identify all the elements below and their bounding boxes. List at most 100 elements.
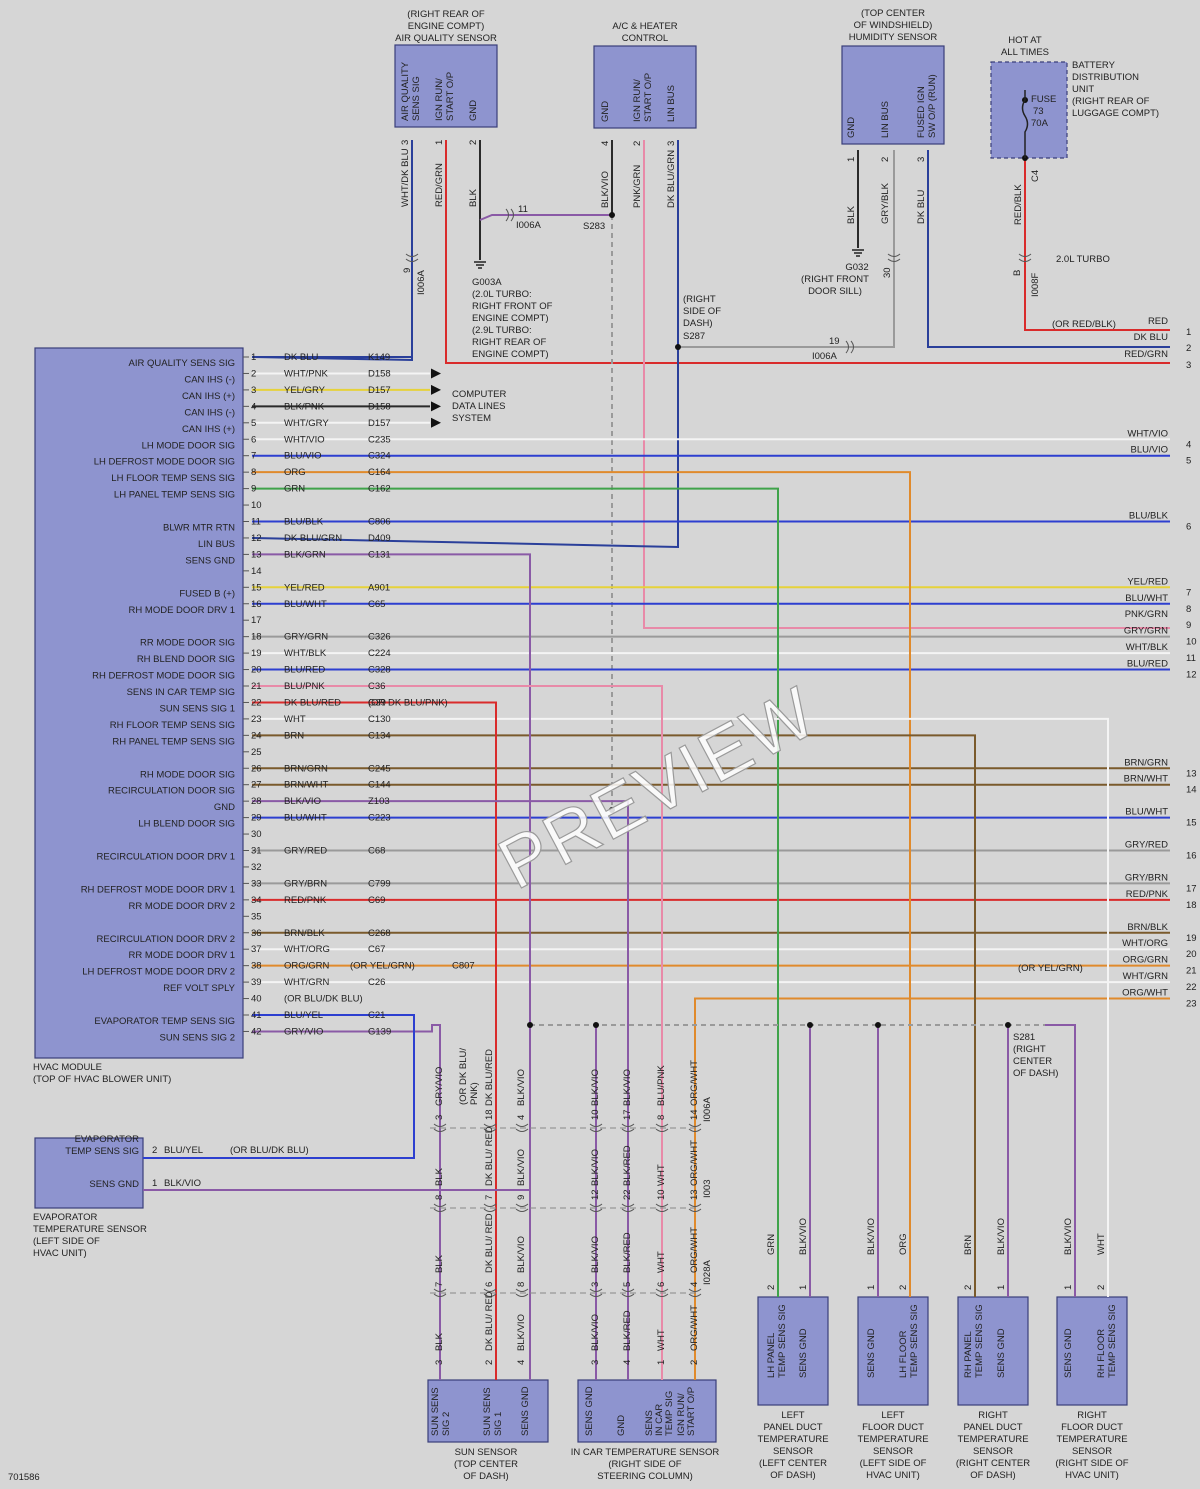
incar-caption-2: (RIGHT SIDE OF (608, 1459, 681, 1470)
hvac-pin-label: SUN SENS SIG 1 (160, 703, 236, 714)
right-wire-color: BLU/BLK (1129, 511, 1169, 522)
harness-inline-connector (483, 1203, 497, 1212)
harness-wire-label: BLK/RED (622, 1145, 633, 1186)
hvac-circuit-id: C134 (368, 730, 391, 741)
harness-wire-label: BLK/VIO (622, 1069, 633, 1106)
hvac-circuit-id: D158 (368, 401, 391, 412)
evap-caption-3: (LEFT SIDE OF (33, 1236, 100, 1247)
duct-sensor-caption: HVAC UNIT) (1065, 1470, 1119, 1481)
right-wire-color: BRN/GRN (1124, 757, 1168, 768)
harness-inline-connector (483, 1288, 497, 1297)
duct-pin-label: TEMP SENS SIG (777, 1304, 788, 1378)
hvac-pin-label: REF VOLT SPLY (163, 983, 235, 994)
hvac-wire-color: WHT (284, 714, 306, 725)
hvac-circuit-id: C799 (368, 878, 391, 889)
harness-pin-number: 10 (656, 1189, 667, 1200)
aq-caption-2: ENGINE COMPT) (408, 21, 485, 32)
aq-pin-label: START O/P (445, 72, 456, 121)
i008f-30: 30 (882, 267, 893, 278)
i006a-mid-label: I006A (812, 351, 837, 362)
ach-wire-label: BLK/VIO (600, 171, 611, 208)
harness-pin-number: 5 (622, 1282, 633, 1287)
c4-label: C4 (1030, 170, 1041, 182)
duct-wire-label: BLK/VIO (798, 1218, 809, 1255)
rh-panel-duct-sensor-box (957, 1296, 1029, 1406)
evap-caption-1: EVAPORATOR (33, 1212, 98, 1223)
harness-pin-number: 4 (622, 1360, 633, 1365)
harness-wire-label: BLU/PNK (656, 1065, 667, 1106)
right-wire-color: BLU/WHT (1125, 807, 1168, 818)
g032-2: (RIGHT FRONT (801, 274, 869, 285)
duct-wire-label: BLK/VIO (866, 1218, 877, 1255)
sun-caption-3: OF DASH) (463, 1471, 508, 1482)
harness-wire-label: BLK/VIO (516, 1069, 527, 1106)
evap-pin-label: SENS GND (89, 1179, 139, 1190)
hvac-pin-label: LH FLOOR TEMP SENS SIG (111, 473, 235, 484)
right-wire-number: 17 (1186, 883, 1197, 894)
incar-pin-label: TEMP SIG (664, 1391, 675, 1436)
hvac-pin-number: 35 (251, 911, 262, 922)
harness-pin-number: 4 (689, 1282, 700, 1287)
right-wire-color: ORG/WHT (1122, 988, 1168, 999)
right-wire-color: WHT/BLK (1126, 642, 1169, 653)
splice-dot (609, 212, 615, 218)
harness-wire-label: BLK/VIO (516, 1236, 527, 1273)
hvac-pin-number: 26 (251, 763, 262, 774)
sun-sig2-wire (252, 1024, 441, 1380)
splice-dot (807, 1022, 813, 1028)
lh-panel-duct-sensor-box (757, 1296, 829, 1406)
splice-dot (1005, 1022, 1011, 1028)
hvac-pin-label: LH MODE DOOR SIG (142, 440, 235, 451)
duct-sensor-caption: (RIGHT CENTER (956, 1458, 1030, 1469)
harness-wire-label: WHT (656, 1251, 667, 1273)
duct-sensor-caption: TEMPERATURE (957, 1434, 1028, 1445)
s287-4: S287 (683, 331, 705, 342)
hvac-wire-color: GRY/BRN (284, 878, 327, 889)
lh-floor-sig-wire (252, 471, 911, 1297)
right-wire-number: 10 (1186, 637, 1197, 648)
right-wire-number: 19 (1186, 933, 1197, 944)
hvac-circuit-id: D409 (368, 533, 391, 544)
sun-pin-label: SUN SENS (430, 1387, 441, 1436)
hvac-circuit-id: D157 (368, 418, 391, 429)
harness-pin-number: 9 (516, 1195, 527, 1200)
lh-panel-sig-wire (252, 487, 779, 1297)
fuse-label-1: FUSE (1031, 94, 1056, 105)
hum-caption-2: OF WINDSHIELD) (854, 20, 933, 31)
fuse-label-3: 70A (1031, 118, 1049, 129)
sun-sig1-wire (252, 701, 497, 1380)
ach-pin-number: 4 (600, 141, 611, 146)
right-wire-number: 16 (1186, 851, 1197, 862)
duct-pin-label: RH FLOOR (1096, 1329, 1107, 1378)
gnd-blk-vio-wire (252, 800, 629, 1380)
duct-pin-number: 2 (766, 1285, 777, 1290)
aq-pin-number: 3 (400, 140, 411, 145)
harness-pin-number: 3 (590, 1282, 601, 1287)
ach-caption-2: CONTROL (622, 33, 668, 44)
hvac-circuit-id: C326 (368, 632, 391, 643)
evap-wire-label: BLK/VIO (164, 1178, 201, 1189)
hvac-pin-number: 16 (251, 599, 262, 610)
hum-pin-label: SW O/P (RUN) (927, 74, 938, 138)
hvac-pin-number: 32 (251, 862, 262, 873)
hvac-wire-color: BLU/WHT (284, 599, 327, 610)
harness-wire-label: BLK (434, 1332, 445, 1351)
harness-wire-label: BLK/VIO (590, 1314, 601, 1351)
harness-wire-label: ORG/WHT (689, 1305, 700, 1351)
inline-connector (887, 253, 901, 262)
harness-pin-number: 12 (590, 1189, 601, 1200)
i006a-left-label: I006A (416, 270, 427, 295)
duct-sensor-caption: HVAC UNIT) (866, 1470, 920, 1481)
harness-pin-number: 8 (434, 1195, 445, 1200)
hvac-wire-color: YEL/GRY (284, 385, 326, 396)
hvac-wire-color: ORG (284, 467, 306, 478)
hvac-wire-color: BRN (284, 730, 304, 741)
figure-id: 701586 (8, 1472, 40, 1483)
hvac-pin-label: SENS GND (185, 555, 235, 566)
bdu-wire-label: RED/BLK (1013, 184, 1024, 225)
lin-bus-wire (251, 140, 679, 549)
harness-inline-connector (655, 1203, 669, 1212)
duct-sensor-caption: OF DASH) (970, 1470, 1015, 1481)
hvac-wire-color: BRN/BLK (284, 928, 325, 939)
